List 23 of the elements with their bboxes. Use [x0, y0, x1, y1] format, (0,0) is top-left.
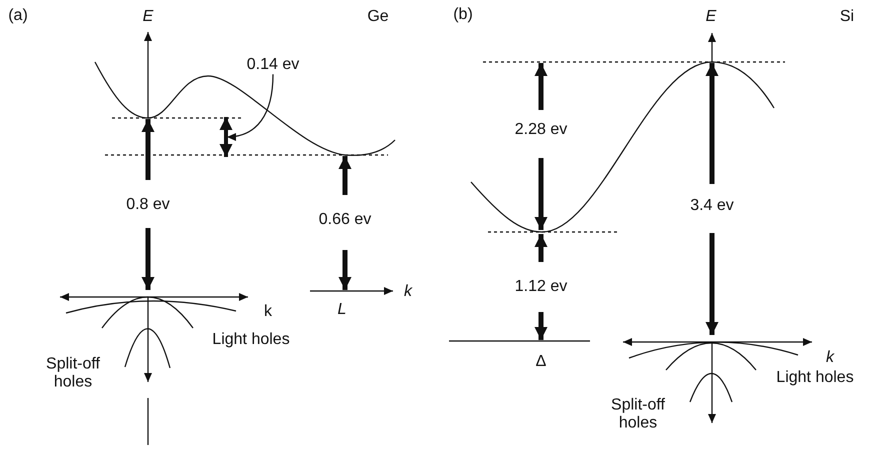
energy-value: 0.66 ev [318, 210, 372, 230]
leader-line [226, 74, 274, 140]
band-label: Split-off holes [45, 356, 101, 392]
axis-label: k [264, 302, 272, 322]
axis-label: k [826, 348, 834, 368]
energy-value: 1.12 ev [514, 278, 568, 296]
material-label: Si [840, 8, 854, 26]
point-label: L [338, 300, 346, 320]
band-label: Light holes [776, 368, 854, 388]
panel-label: (b) [453, 6, 473, 24]
axis-label: E [142, 8, 154, 26]
point-label: Δ [536, 352, 546, 372]
energy-value: 0.8 ev [126, 196, 170, 214]
energy-value: 2.28 ev [514, 120, 568, 140]
axis-label: E [706, 8, 716, 26]
double-arrow [220, 117, 232, 157]
energy-value: 3.4 ev [690, 196, 734, 216]
axis-label: k [404, 282, 412, 302]
material-label: Ge [367, 8, 389, 26]
band-label: Split-off holes [610, 396, 666, 434]
energy-value: 0.14 ev [246, 56, 300, 74]
panel-label: (a) [8, 6, 28, 26]
band-label: Light holes [212, 330, 290, 350]
